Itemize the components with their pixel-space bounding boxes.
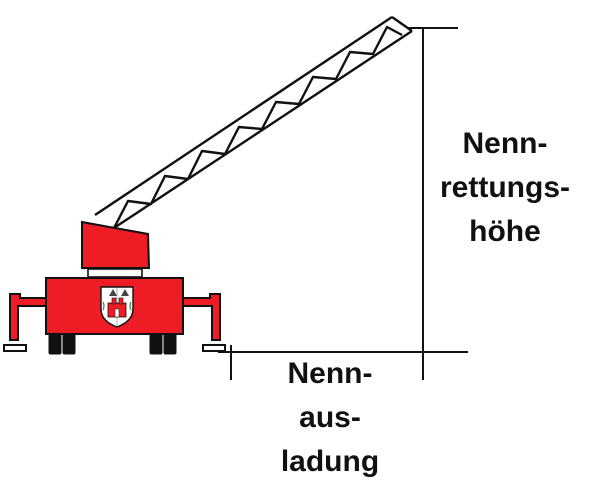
right-outrigger-pad bbox=[202, 344, 226, 352]
wheel-rear-2 bbox=[62, 332, 76, 355]
boom-truss bbox=[112, 25, 403, 229]
left-outrigger bbox=[9, 293, 49, 341]
outriggers bbox=[3, 293, 226, 352]
rescue-height-line-1: Nenn- bbox=[462, 127, 548, 160]
reach-line-1: Nenn- bbox=[287, 357, 373, 390]
turret-base bbox=[87, 268, 143, 278]
rescue-height-line-2: rettungs- bbox=[440, 171, 570, 204]
wheel-front-1 bbox=[149, 332, 163, 355]
turret bbox=[81, 220, 151, 278]
coat-of-arms-icon bbox=[100, 286, 134, 328]
reach-label: Nenn- aus- ladung bbox=[250, 352, 410, 484]
ladder-boom bbox=[94, 16, 413, 230]
rescue-height-line-3: höhe bbox=[469, 215, 541, 248]
wheel-rear-1 bbox=[48, 332, 62, 355]
wheels bbox=[48, 332, 177, 355]
turret-body bbox=[81, 220, 151, 269]
right-outrigger bbox=[179, 293, 221, 341]
reach-line-3: ladung bbox=[280, 445, 380, 478]
left-outrigger-pad bbox=[3, 344, 27, 352]
rescue-height-label: Nenn- rettungs- höhe bbox=[420, 122, 590, 254]
boom-rail-upper bbox=[94, 16, 393, 216]
reach-line-2: aus- bbox=[299, 401, 361, 434]
boom-tip bbox=[391, 16, 413, 32]
dimension-lines bbox=[218, 27, 468, 380]
wheel-front-2 bbox=[163, 332, 177, 355]
